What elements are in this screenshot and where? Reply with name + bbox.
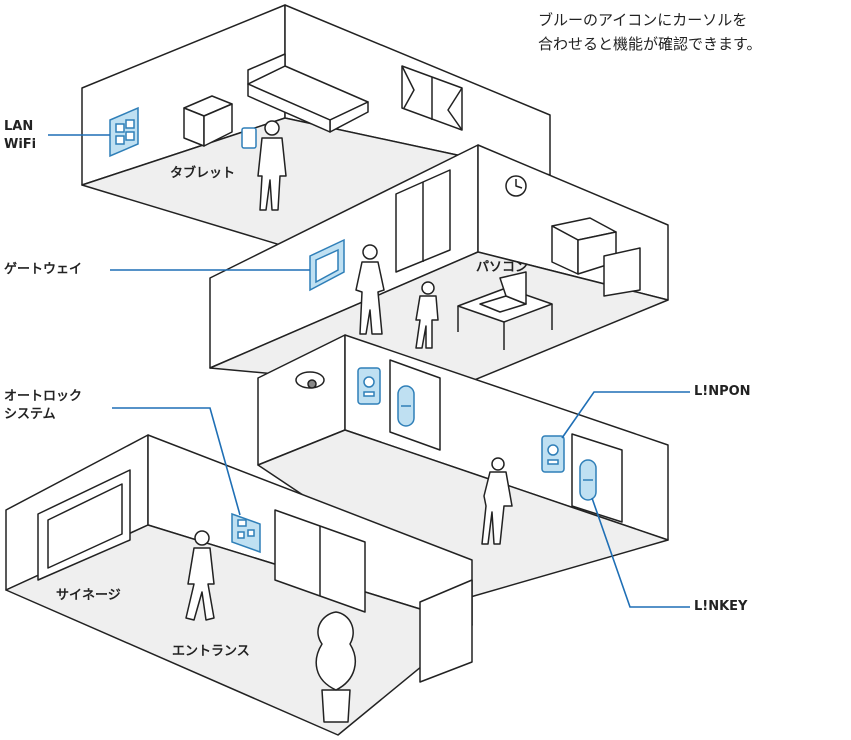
person-corridor <box>481 457 513 545</box>
room-label-tablet: タブレット <box>170 166 236 181</box>
leader-linkey <box>591 497 690 608</box>
room-label-entrance: エントランス <box>172 644 250 659</box>
wifi-router-icon[interactable] <box>109 106 139 158</box>
person-child <box>415 281 439 349</box>
leader-autolock <box>112 407 241 516</box>
person-tablet <box>257 120 287 211</box>
autolock-panel-icon[interactable] <box>231 512 261 554</box>
wifi-label: WiFi <box>4 137 37 152</box>
person-entrance <box>185 530 215 621</box>
autolock-label-line2: システム <box>4 407 56 422</box>
instruction-note: ブルーのアイコンにカーソルを 合わせると機能が確認できます。 <box>538 8 762 56</box>
people <box>185 120 513 621</box>
leader-linpon <box>561 391 690 439</box>
lan-label: LAN <box>4 119 34 134</box>
autolock-label-line1: オートロック <box>4 389 83 404</box>
tablet-device-icon[interactable] <box>241 127 257 149</box>
linkey-lock-icon[interactable] <box>579 459 597 501</box>
instruction-note-line2: 合わせると機能が確認できます。 <box>538 35 762 53</box>
gateway-monitor-icon[interactable] <box>309 238 345 292</box>
instruction-note-line1: ブルーのアイコンにカーソルを <box>538 11 748 29</box>
intercom-corridor-icon[interactable] <box>357 367 381 405</box>
linpon-label[interactable]: L!NPON <box>694 384 751 399</box>
gateway-label[interactable]: ゲートウェイ <box>4 262 83 277</box>
linkey-lock-corridor-icon[interactable] <box>397 385 415 427</box>
autolock-label[interactable]: オートロック システム <box>4 388 82 424</box>
linpon-intercom-icon[interactable] <box>541 435 565 473</box>
lan-wifi-label[interactable]: LAN WiFi <box>4 118 36 154</box>
person-woman <box>355 244 385 335</box>
room-label-pc: パソコン <box>476 260 529 275</box>
entrance-room <box>5 434 473 736</box>
linkey-label[interactable]: L!NKEY <box>694 599 748 614</box>
room-label-signage: サイネージ <box>56 588 121 603</box>
